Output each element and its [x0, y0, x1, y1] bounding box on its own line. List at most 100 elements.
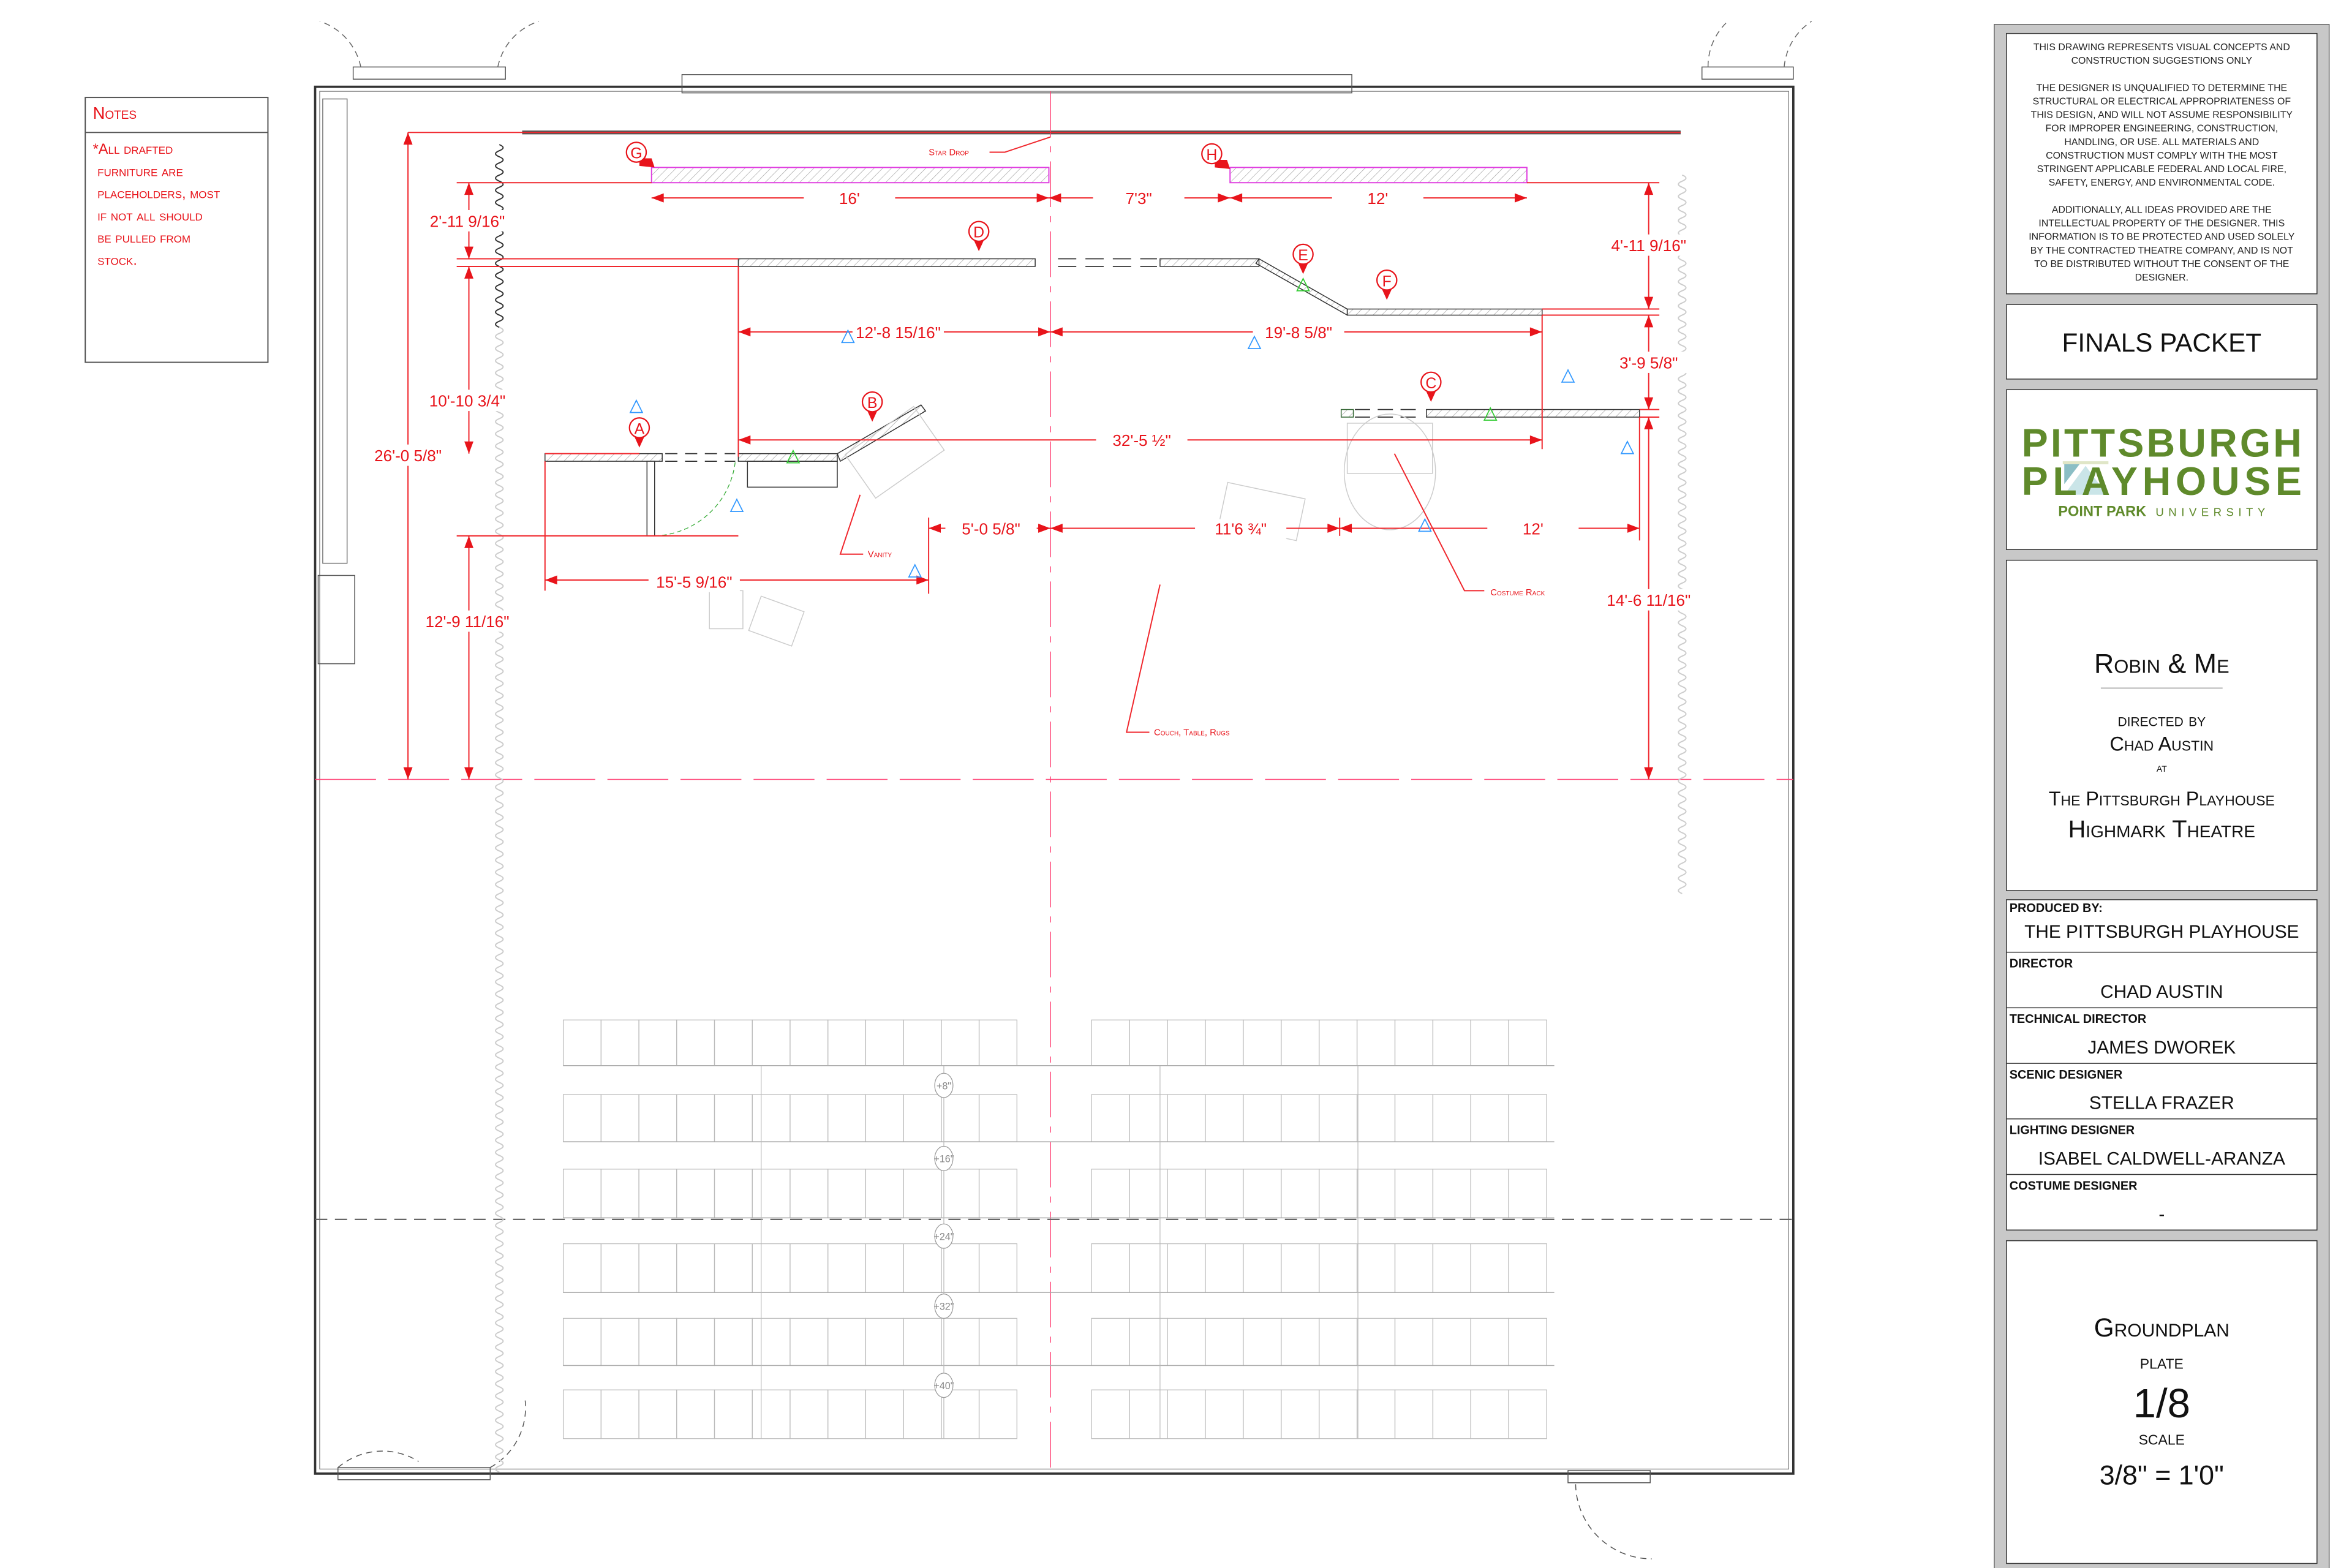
wall-b-vanity[interactable] — [837, 404, 927, 462]
disclaimer-line: THIS DRAWING REPRESENTS VISUAL CONCEPTS … — [2034, 42, 2290, 53]
audience-seat — [865, 1019, 904, 1066]
logo-line1: PITTSBURGH — [2022, 421, 2302, 466]
disclaimer-text: THIS DRAWING REPRESENTS VISUAL CONCEPTS … — [2029, 42, 2295, 283]
logo-sub-bold: POINT PARK — [2058, 504, 2146, 520]
audience-seat — [790, 1019, 829, 1066]
arrowhead — [545, 575, 557, 585]
marker-e[interactable]: E — [1292, 243, 1314, 274]
audience-seat — [752, 1243, 791, 1293]
audience-seat — [638, 1169, 677, 1218]
dimension-left-total: 26'-0 5/8" — [374, 447, 442, 465]
audience-seat — [714, 1317, 753, 1366]
arrowhead — [1644, 417, 1654, 429]
triangle-icon — [1418, 518, 1432, 532]
audience-seat — [1394, 1094, 1434, 1142]
wall-f[interactable] — [1346, 308, 1543, 316]
audience-seat — [1319, 1389, 1358, 1439]
audience-seat — [827, 1094, 867, 1142]
audience-seat — [714, 1094, 753, 1142]
drop-h[interactable] — [1229, 167, 1528, 184]
marker-d[interactable]: D — [968, 221, 990, 252]
arrowhead — [1218, 193, 1231, 203]
audience-seat — [1091, 1389, 1130, 1439]
drop-g[interactable] — [650, 167, 1050, 184]
audience-seat — [1281, 1317, 1320, 1366]
audience-seat — [978, 1019, 1017, 1066]
svg-text:+24": +24" — [933, 1231, 954, 1242]
label-couch-table-rugs: Couch, Table, Rugs — [1154, 728, 1230, 737]
logo-line2: PLAYHOUSE — [2022, 459, 2302, 503]
marker-b[interactable]: B — [861, 391, 883, 422]
credit-value: THE PITTSBURGH PLAYHOUSE — [2024, 922, 2299, 942]
label-star-drop: Star Drop — [929, 148, 969, 158]
credit-label: LIGHTING DESIGNER — [2010, 1124, 2135, 1137]
audience-seat — [1394, 1169, 1434, 1218]
audience-seat — [1091, 1019, 1130, 1066]
marker-h[interactable]: H — [1201, 143, 1231, 169]
dimension-mid-gap: 11'6 ¾" — [1215, 519, 1267, 538]
audience-seat — [978, 1243, 1017, 1293]
disclaimer-line: SAFETY, ENERGY, AND ENVIRONMENTAL CODE. — [2049, 178, 2275, 188]
marker-a[interactable]: A — [628, 417, 650, 448]
audience-seat — [827, 1389, 867, 1439]
audience-seat — [562, 1094, 601, 1142]
audience-seat — [752, 1317, 791, 1366]
credit-value: CHAD AUSTIN — [2100, 982, 2223, 1002]
arrowhead — [1038, 523, 1050, 533]
arrowhead — [464, 535, 473, 548]
plate-name: Groundplan — [2094, 1313, 2230, 1342]
audience-seat — [1167, 1243, 1206, 1293]
audience-seat — [1205, 1317, 1244, 1366]
arrowhead — [1644, 296, 1654, 309]
disclaimer-line: TO BE DISTRIBUTED WITHOUT THE CONSENT OF… — [2034, 259, 2289, 270]
arrowhead — [1644, 397, 1654, 410]
arrowhead — [464, 767, 473, 780]
audience-seat — [714, 1389, 753, 1439]
wall-a[interactable] — [545, 453, 838, 537]
disclaimer-line: BY THE CONTRACTED THEATRE COMPANY, AND I… — [2030, 246, 2293, 256]
arrowhead — [738, 435, 751, 445]
audience-seat — [827, 1317, 867, 1366]
audience-seat — [676, 1317, 715, 1366]
audience-seat — [1394, 1243, 1434, 1293]
credit-label: DIRECTOR — [2010, 957, 2073, 970]
dimension-right-top: 4'-11 9/16" — [1611, 236, 1686, 255]
wall-d[interactable] — [737, 258, 1260, 267]
audience-seat — [1205, 1169, 1244, 1218]
svg-text:+16": +16" — [933, 1154, 954, 1165]
audience-seat — [1129, 1389, 1168, 1439]
masking-leg-right — [1678, 174, 1687, 894]
audience-seat — [1281, 1243, 1320, 1293]
arrowhead — [1644, 767, 1654, 780]
dimension-d-span: 12'-8 15/16" — [856, 323, 941, 342]
masking-leg-left — [495, 144, 504, 328]
audience-seat — [1091, 1169, 1130, 1218]
marker-c[interactable]: C — [1420, 371, 1442, 402]
logo-sub: UNIVERSITY — [2155, 506, 2269, 519]
notes-line: if not all should — [97, 208, 203, 224]
theatre: Highmark Theatre — [2068, 816, 2255, 843]
dimension-right-bottom: 14'-6 11/16" — [1607, 591, 1691, 609]
pittsburgh-playhouse-logo: PITTSBURGH PLAYHOUSE POINT PARK UNIVERSI… — [2022, 421, 2302, 520]
at-label: at — [2157, 761, 2167, 775]
audience-seat — [1129, 1317, 1168, 1366]
audience-seat — [1167, 1169, 1206, 1218]
credit-label: COSTUME DESIGNER — [2010, 1179, 2138, 1193]
venue: The Pittsburgh Playhouse — [2049, 788, 2275, 810]
audience-seat — [600, 1243, 639, 1293]
audience-seat — [1470, 1169, 1509, 1218]
audience-seat — [638, 1389, 677, 1439]
scale-value: 3/8" = 1'0" — [2100, 1460, 2224, 1490]
dimension-h-width: 12' — [1367, 189, 1388, 208]
wall-c[interactable] — [1340, 409, 1640, 418]
audience-seat — [1129, 1243, 1168, 1293]
audience-seat — [1205, 1094, 1244, 1142]
audience-seat — [1508, 1094, 1547, 1142]
audience-seat — [1319, 1317, 1358, 1366]
svg-text:A: A — [635, 421, 645, 437]
marker-f[interactable]: F — [1376, 270, 1398, 300]
disclaimer-line: DESIGNER. — [2135, 273, 2188, 283]
marker-g[interactable]: G — [625, 141, 655, 168]
disclaimer-line: FOR IMPROPER ENGINEERING, CONSTRUCTION, — [2046, 124, 2278, 134]
audience-seat — [865, 1169, 904, 1218]
